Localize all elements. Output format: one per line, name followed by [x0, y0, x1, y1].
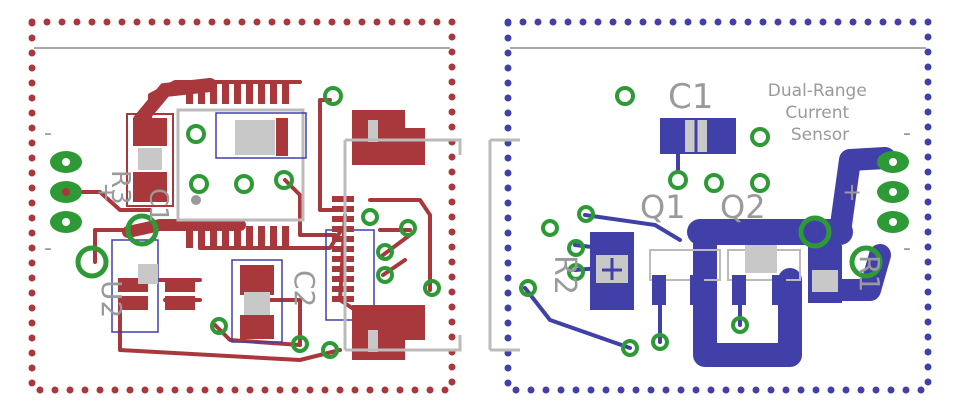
q1-pad-1 — [652, 275, 666, 305]
right-board: C1 Q1 Q2 R2 R1 - + - Dual-Range Current … — [488, 18, 932, 394]
right-vias — [519, 86, 770, 357]
left-header — [50, 151, 82, 233]
right-label-plus: + — [842, 178, 862, 206]
u2-pad-3 — [165, 278, 195, 292]
mount-pad-top — [352, 110, 425, 165]
board-title-line-1: Dual-Range — [768, 81, 867, 101]
left-board: R3 C1 U2 C2 - + - — [28, 18, 462, 394]
u2-pad-4 — [165, 296, 195, 310]
mount-pad-bottom-slot — [368, 330, 378, 352]
right-label-r2: R2 — [547, 255, 582, 295]
u2-center — [138, 264, 158, 284]
right-label-r1: R1 — [853, 255, 886, 292]
left-label-c1: C1 — [143, 188, 173, 223]
mount-pad-top-slot — [368, 120, 378, 142]
left-label-u2: U2 — [95, 280, 128, 318]
r1-center — [812, 270, 838, 292]
right-label-c1: C1 — [668, 77, 713, 117]
right-label-q1: Q1 — [640, 188, 686, 226]
left-board-outline — [28, 18, 456, 394]
r3-pad-center — [138, 148, 162, 170]
left-inner-part-outline — [215, 112, 307, 159]
left-label-c2: C2 — [288, 270, 321, 307]
left-via-large-1 — [75, 245, 109, 279]
left-label-plus: + — [96, 178, 116, 206]
q2-pad-1 — [732, 275, 746, 305]
q1-outline — [649, 249, 721, 281]
c2-pad-bottom — [240, 315, 274, 339]
left-thick-trace-2 — [122, 219, 246, 238]
r3-pad-top — [133, 118, 167, 146]
left-label-minus-bottom: - — [44, 236, 52, 261]
right-header — [877, 151, 909, 233]
right-via-large-2 — [849, 245, 883, 279]
ic-top-pins — [186, 82, 289, 104]
left-label-minus-top: - — [44, 121, 52, 146]
board-title-line-3: Sensor — [791, 125, 849, 145]
left-thick-trace — [133, 78, 217, 127]
r3-pad-bottom — [133, 172, 167, 202]
board-title: Dual-Range Current Sensor — [768, 81, 872, 145]
right-label-minus-bottom: - — [903, 236, 911, 261]
q1-pad-2 — [690, 275, 704, 305]
left-inner-part-pad-dark — [276, 118, 288, 156]
right-via-large-1 — [798, 215, 832, 249]
board-title-line-2: Current — [785, 103, 849, 123]
ic-body-outline — [176, 108, 305, 222]
ic-pin1-dot — [191, 195, 201, 205]
right-board-outline — [504, 18, 932, 394]
mount-pad-bottom — [352, 305, 425, 360]
left-silk-frame — [343, 138, 462, 352]
r3-outline — [126, 113, 174, 207]
q2-pad-2 — [772, 275, 786, 305]
ic-bottom-pins — [186, 226, 289, 248]
right-silk-frame — [488, 138, 520, 352]
right-label-minus-top: - — [903, 121, 911, 146]
c2-pad-center — [244, 292, 270, 318]
q2-center — [745, 245, 777, 273]
left-label-r3: R3 — [105, 170, 135, 205]
right-label-q2: Q2 — [720, 188, 766, 226]
left-via-large-2 — [125, 213, 159, 247]
connector-pins — [332, 196, 354, 302]
u2-pad-2 — [118, 296, 148, 310]
left-inner-part-pad — [235, 120, 275, 155]
left-vias — [186, 86, 441, 359]
c2-outline — [231, 259, 283, 343]
c2-pad-top — [240, 265, 274, 295]
